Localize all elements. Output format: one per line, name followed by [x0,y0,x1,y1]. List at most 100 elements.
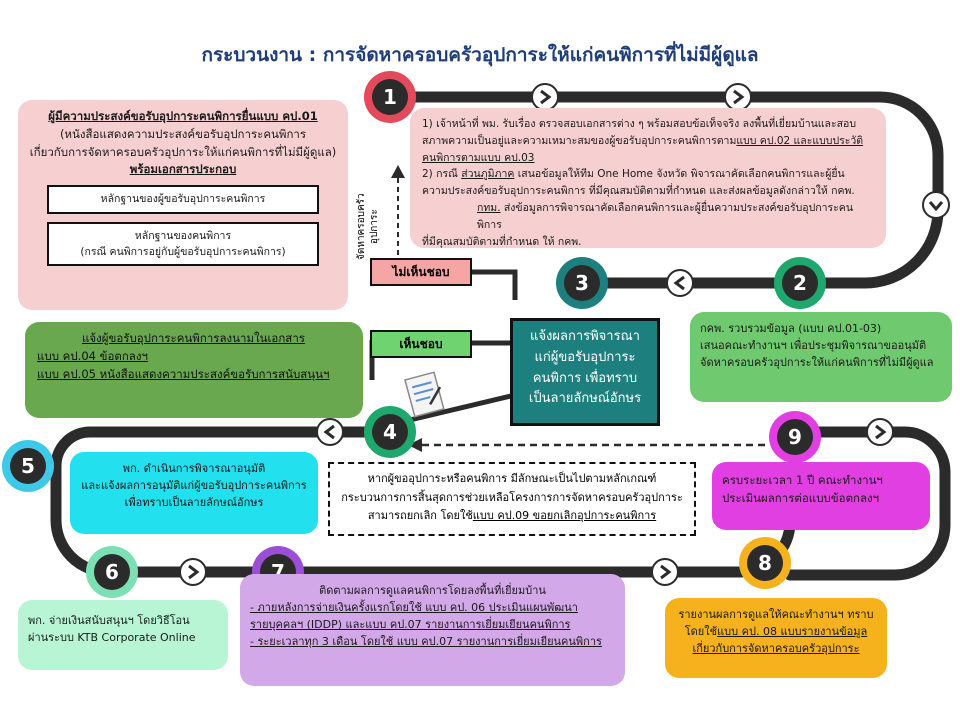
step-core [372,79,408,115]
step-core [564,265,600,301]
cancel-line1: หากผู้ขออุปการะหรือคนพิการ มีลักษณะเป็นไ… [367,472,657,485]
up-arrow-head [391,165,405,178]
chevron-right-icon [179,558,207,586]
step5-line1: พก. ดำเนินการพิจารณาอนุมัติ [122,462,266,475]
applicant-note-line2: เกี่ยวกับการจัดหาครอบครัวอุปการะให้แก่คน… [29,144,337,159]
step-core [10,448,46,484]
not-approved-label: ไม่เห็นชอบ [392,265,450,279]
step-2-badge: 2 [774,257,826,309]
step7-heading: ติดตามผลการดูแลคนพิการโดยลงพื้นที่เยี่ยม… [319,584,546,597]
step5-box: พก. ดำเนินการพิจารณาอนุมัติ และแจ้งผลการ… [70,452,318,534]
chevron-right-icon [866,418,894,446]
vertical-label-line2: อุปการะ [369,209,380,245]
vertical-label: จัดหาครอบครัว อุปการะ [355,193,381,260]
not-approved-tag: ไม่เห็นชอบ [370,258,472,286]
step2-line2: เสนอคณะทำงานฯ เพื่อประชุมพิจารณาขออนุมัต… [700,339,927,353]
dashed-arrow-head [408,438,422,452]
step3-line3: คนพิการ เพื่อทราบ [532,370,638,386]
applicant-note-line1: (หนังสือแสดงความประสงค์ขอรับอุปการะคนพิก… [59,126,307,141]
step-number: 2 [793,271,807,295]
step-6-badge: 6 [86,546,138,598]
step-core [747,545,783,581]
step5-line2: และแจ้งผลการอนุมัติแก่ผู้ขอรับอุปการะคนพ… [81,479,307,493]
cancel-line3-form: แบบ คป.09 ขอยกเลิกอุปการะคนพิการ [472,509,657,523]
step1-box: 1) เจ้าหน้าที่ พม. รับเรื่อง ตรวจสอบเอกส… [410,108,886,248]
step7-line1: - ภายหลังการจ่ายเงินครั้งแรกโดยใช้ แบบ ค… [250,601,578,615]
step8-line2a: โดยใช้ [684,625,718,639]
step1-line2: สภาพความเป็นอยู่และความเหมาะสมของผู้ขอรั… [422,134,737,147]
doc2-label: หลักฐานของคนพิการ [134,229,232,242]
step-core [777,419,813,455]
step-number: 1 [383,85,397,109]
step1-line3: คนพิการตามแบบ คป.03 [422,151,535,164]
step9-line1: ครบระยะเวลา 1 ปี คณะทำงานฯ [722,473,883,487]
chevron-down-icon [922,191,950,219]
step-8-badge: 8 [739,537,791,589]
step3-line1: แจ้งผลการพิจารณา [530,329,640,344]
applicant-heading: ผู้มีความประสงค์ขอรับอุปการะคนพิการยื่นแ… [48,109,318,123]
approved-tag: เห็นชอบ [370,330,472,358]
applicant-box: ผู้มีความประสงค์ขอรับอุปการะคนพิการยื่นแ… [18,100,348,310]
step2-line1: กคพ. รวบรวมข้อมูล (แบบ คป.01-03) [700,322,882,335]
step-1-badge: 1 [364,71,416,123]
step3-box: แจ้งผลการพิจารณา แก่ผู้ขอรับอุปการะ คนพิ… [510,318,660,426]
connector-not-approved [472,269,518,300]
step-number: 5 [21,454,35,478]
chevron-right-icon [531,83,559,111]
step1-line4b: เสนอข้อมูลให้ทีม One Home จังหวัด พิจารณ… [514,168,845,181]
cancel-line3a: สามารถยกเลิก โดยใช้ [367,509,473,523]
document-icon [404,371,445,418]
step7-line2: รายบุคคลฯ (IDDP) และแบบ คป.07 รายงานการเ… [250,618,571,632]
step1-line6: ส่งข้อมูลการพิจารณาคัดเลือกคนพิการและผู้… [477,201,854,231]
docs-heading: พร้อมเอกสารประกอบ [129,162,237,177]
step7-box: ติดตามผลการดูแลคนพิการโดยลงพื้นที่เยี่ยม… [240,574,625,686]
doc2-box: หลักฐานของคนพิการ (กรณี คนพิการอยู่กับผู… [47,221,319,267]
doc1-label: หลักฐานของผู้ขอรับอุปการะคนพิการ [100,193,266,206]
step-3-badge: 3 [556,257,608,309]
step8-line2-form: แบบ คป. 08 แบบรายงานข้อมูล [717,625,868,639]
step-9-badge: 9 [769,411,821,463]
step3-line4: เป็นลายลักษณ์อักษร [528,391,642,407]
step9-box: ครบระยะเวลา 1 ปี คณะทำงานฯ ประเมินผลการต… [712,462,930,530]
step6-line1: พก. จ่ายเงินสนับสนุนฯ โดยวิธีโอน [28,614,190,627]
doc2-note: (กรณี คนพิการอยู่กับผู้ขอรับอุปการะคนพิก… [80,245,286,258]
step2-line3: จัดหาครอบครัวอุปการะให้แก่คนพิการที่ไม่ม… [700,356,934,370]
sign-line3: แบบ คป.05 หนังสือแสดงความประสงค์ขอรับการ… [37,366,330,381]
step-core [372,414,408,450]
step7-line3: - ระยะเวลาทุก 3 เดือน โดยใช้ แบบ คป.07 ร… [250,635,602,649]
chevron-left-icon [316,418,344,446]
step6-box: พก. จ่ายเงินสนับสนุนฯ โดยวิธีโอน ผ่านระบ… [18,600,228,670]
sign-line2: แบบ คป.04 ข้อตกลงฯ [37,348,148,363]
page-title: กระบวนงาน : การจัดหาครอบครัวอุปการะให้แก… [201,44,759,66]
cancel-line2: กระบวนการการสิ้นสุดการช่วยเหลือโครงการกา… [341,490,683,504]
step8-line1: รายงานผลการดูแลให้คณะทำงานฯ ทราบ [678,608,874,621]
step5-line3: เพื่อทราบเป็นลายลักษณ์อักษร [124,496,264,510]
step-5-badge: 5 [2,440,54,492]
chevron-icons [179,83,950,586]
step8-box: รายงานผลการดูแลให้คณะทำงานฯ ทราบ โดยใช้แ… [665,598,887,678]
cancel-box: หากผู้ขออุปการะหรือคนพิการ มีลักษณะเป็นไ… [328,462,696,536]
step-4-badge: 4 [364,406,416,458]
doc1-box: หลักฐานของผู้ขอรับอุปการะคนพิการ [47,185,319,214]
step-number: 3 [575,271,589,295]
step1-line5: ความประสงค์ขอรับอุปการะคนพิการ ที่มีคุณส… [422,185,855,198]
step-number: 4 [383,420,397,444]
step-number: 8 [758,551,772,575]
step-core [782,265,818,301]
step1-line1: 1) เจ้าหน้าที่ พม. รับเรื่อง ตรวจสอบเอกส… [422,118,856,130]
step3-line2: แก่ผู้ขอรับอุปการะ [534,349,636,365]
step1-line2-form: แบบ คป.02 และแบบประวัติ [736,134,864,147]
step1-line4-region: ส่วนภูมิภาค [461,168,515,181]
flow-path-right-loop [784,426,951,581]
chevron-left-icon [666,269,694,297]
step2-box: กคพ. รวบรวมข้อมูล (แบบ คป.01-03) เสนอคณะ… [690,312,952,402]
step1-line4a: 2) กรณี [422,168,462,181]
chevron-right-icon [724,83,752,111]
step-number: 9 [788,425,802,449]
vertical-label-line1: จัดหาครอบครัว [356,193,367,260]
step1-line7: ที่มีคุณสมบัติตามที่กำหนด ให้ กคพ. [422,235,582,248]
approved-label: เห็นชอบ [399,337,443,351]
step8-line3: เกี่ยวกับการจัดหาครอบครัวอุปการะ [692,642,860,656]
step-number: 6 [105,560,119,584]
